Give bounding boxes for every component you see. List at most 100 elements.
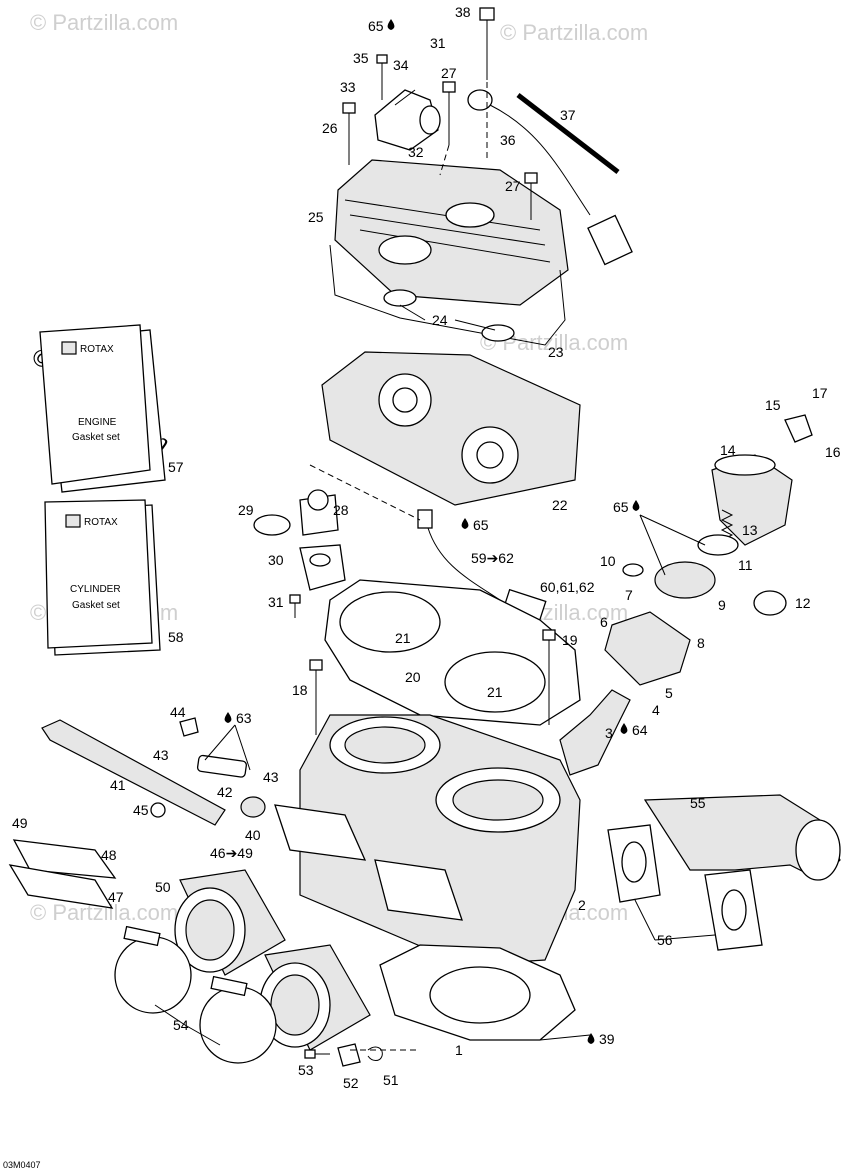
callout-49: 49 (12, 815, 28, 831)
oil-drop-icon (224, 712, 232, 723)
clip-44 (179, 717, 199, 737)
callout-1: 1 (455, 1042, 463, 1058)
diaphragm-9 (654, 534, 739, 599)
callout-14: 14 (720, 442, 736, 458)
cylinder-head-cover (329, 159, 569, 346)
callout-32: 32 (408, 144, 424, 160)
callout-39: 39 (587, 1031, 615, 1047)
callout-43: 43 (153, 747, 169, 763)
engine-gasket-booklet: ROTAX ENGINE Gasket set 57 (39, 324, 184, 493)
callout-41: 41 (110, 777, 126, 793)
booklet-brand: ROTAX (80, 344, 114, 355)
callout-63-text: 63 (236, 710, 252, 726)
reed-valve-plate-48 (12, 839, 117, 879)
callout-20: 20 (405, 669, 421, 685)
callout-60: 60,61,62 (540, 579, 595, 595)
bolt-27b (524, 172, 538, 220)
callout-59: 59➔62 (471, 550, 514, 566)
oil-drop-icon (620, 723, 628, 734)
callout-54: 54 (173, 1017, 189, 1033)
bolt-35 (376, 54, 388, 100)
rotax-logo-icon (61, 341, 77, 355)
callout-31: 31 (430, 35, 446, 51)
stud-18 (309, 659, 323, 735)
callout-27: 27 (505, 178, 521, 194)
oil-drop-icon (387, 19, 395, 30)
callout-38: 38 (455, 4, 471, 20)
callout-47: 47 (108, 889, 124, 905)
rotax-logo-icon (65, 514, 81, 528)
callout-64-text: 64 (632, 722, 648, 738)
callout-65-text: 65 (473, 517, 489, 533)
reed-valve-plate-47 (8, 864, 114, 909)
callout-50: 50 (155, 879, 171, 895)
callout-34: 34 (393, 57, 409, 73)
cylinder-block-2 (299, 714, 581, 966)
callout-64: 64 (620, 722, 648, 738)
oil-drop-icon (461, 518, 469, 529)
callout-3: 3 (605, 725, 613, 741)
callout-25: 25 (308, 209, 324, 225)
callout-65-right: 65 (613, 499, 640, 515)
booklet-line2: Gasket set (72, 432, 120, 443)
callout-10: 10 (600, 553, 616, 569)
o-ring-29 (253, 514, 291, 536)
callout-65-mid: 65 (461, 517, 489, 533)
bolt-38 (479, 7, 495, 80)
base-gasket-1 (379, 944, 576, 1041)
callout-42: 42 (217, 784, 233, 800)
callout-17: 17 (812, 385, 828, 401)
callout-9: 9 (718, 597, 726, 613)
spring-13 (720, 509, 734, 541)
clip-51 (367, 1046, 383, 1061)
callout-18: 18 (292, 682, 308, 698)
callout-19: 19 (562, 632, 578, 648)
callout-2: 2 (578, 897, 586, 913)
booklet-line2: Gasket set (72, 600, 120, 611)
callout-48: 48 (101, 847, 117, 863)
callouts: 1 2 3 4 5 6 7 8 9 10 11 12 13 14 15 16 1… (12, 4, 841, 1091)
callout-11: 11 (738, 557, 753, 573)
callout-21: 21 (487, 684, 503, 700)
callout-35: 35 (353, 50, 369, 66)
head-gasket-20 (324, 579, 581, 726)
callout-31: 31 (268, 594, 284, 610)
callout-6: 6 (600, 614, 608, 630)
booklet-line1: ENGINE (78, 417, 117, 428)
callout-65-text: 65 (613, 499, 629, 515)
callout-37: 37 (560, 107, 576, 123)
callout-24: 24 (432, 312, 448, 328)
callout-56: 56 (657, 932, 673, 948)
booklet-brand: ROTAX (84, 517, 118, 528)
callout-16: 16 (825, 444, 841, 460)
thermostat-28 (299, 489, 339, 536)
callout-5: 5 (665, 685, 673, 701)
callout-30: 30 (268, 552, 284, 568)
leader-lines (154, 82, 716, 1051)
callout-13: 13 (742, 522, 758, 538)
watermark: © Partzilla.com (30, 10, 178, 35)
thermostat-cover-33 (374, 89, 441, 151)
callout-12: 12 (795, 595, 811, 611)
grommet-40 (240, 796, 266, 818)
callout-63: 63 (224, 710, 252, 726)
callout-15: 15 (765, 397, 781, 413)
plate-6 (604, 611, 691, 686)
callout-52: 52 (343, 1075, 359, 1091)
o-ring-10 (622, 563, 644, 577)
callout-7: 7 (625, 587, 633, 603)
callout-36: 36 (500, 132, 516, 148)
fuel-rail-41 (41, 719, 226, 826)
valve-housing-14 (711, 454, 793, 546)
callout-22: 22 (552, 497, 568, 513)
cylinder-head (321, 351, 581, 506)
callout-53: 53 (298, 1062, 314, 1078)
exhaust-manifold-55 (643, 794, 841, 881)
callout-8: 8 (697, 635, 705, 651)
callout-51: 51 (383, 1072, 399, 1088)
callout-57: 57 (168, 459, 184, 475)
callout-23: 23 (548, 344, 564, 360)
callout-46: 46➔49 (210, 845, 253, 861)
callout-44: 44 (170, 704, 186, 720)
